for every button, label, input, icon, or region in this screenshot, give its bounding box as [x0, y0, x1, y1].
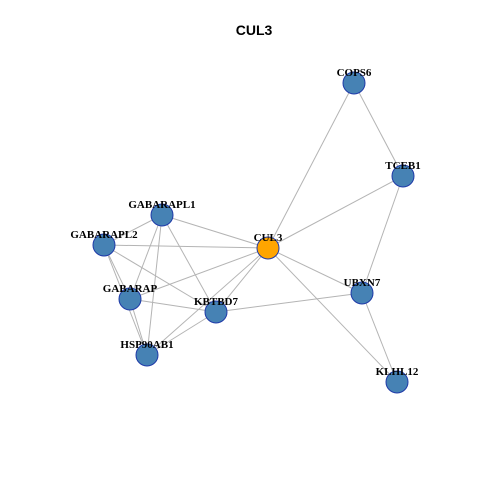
- edge-tceb1-cul3: [267, 175, 404, 249]
- node-circle: [204, 300, 228, 324]
- node-ubxn7: UBXN7: [344, 277, 381, 305]
- node-label: GABARAPL1: [128, 199, 195, 211]
- node-label: TCEB1: [385, 160, 420, 172]
- node-circle: [342, 71, 366, 95]
- graph-title: CUL3: [236, 22, 273, 38]
- node-circle: [135, 343, 159, 367]
- node-gabarapl1: GABARAPL1: [128, 199, 196, 227]
- node-label: COPS6: [337, 67, 372, 79]
- edge-ubxn7-kbtbd7: [215, 292, 363, 313]
- node-label: KBTBD7: [194, 296, 239, 308]
- node-circle: [256, 236, 280, 260]
- edge-cul3-ubxn7: [267, 247, 363, 294]
- edge-cul3-hsp90ab1: [146, 247, 269, 356]
- node-cops6: COPS6: [337, 67, 372, 95]
- edge-gabarapl2-kbtbd7: [103, 244, 217, 313]
- node-circle: [118, 287, 142, 311]
- node-klhl12: KLHL12: [376, 366, 419, 394]
- node-circle: [391, 164, 415, 188]
- edge-cul3-gabarapl2: [103, 244, 269, 249]
- edge-cops6-tceb1: [353, 82, 404, 177]
- edge-cul3-gabarapl1: [161, 214, 269, 249]
- node-gabarap: GABARAP: [103, 283, 158, 311]
- node-kbtbd7: KBTBD7: [194, 296, 239, 324]
- node-circle: [92, 233, 116, 257]
- node-circle: [350, 281, 374, 305]
- edge-kbtbd7-hsp90ab1: [146, 311, 217, 356]
- edge-cul3-gabarap: [129, 247, 269, 300]
- edge-gabarap-kbtbd7: [129, 298, 217, 313]
- edge-cul3-klhl12: [267, 247, 398, 383]
- node-label: HSP90AB1: [120, 339, 173, 351]
- node-cul3: CUL3: [254, 232, 283, 260]
- edge-cops6-cul3: [267, 82, 355, 249]
- node-label: KLHL12: [376, 366, 419, 378]
- node-gabarapl2: GABARAPL2: [70, 229, 138, 257]
- edge-tceb1-ubxn7: [361, 175, 404, 294]
- node-label: CUL3: [254, 232, 283, 244]
- edge-ubxn7-klhl12: [361, 292, 398, 383]
- edge-gabarapl1-kbtbd7: [161, 214, 217, 313]
- node-label: GABARAPL2: [70, 229, 138, 241]
- node-hsp90ab1: HSP90AB1: [120, 339, 174, 367]
- node-circle: [150, 203, 174, 227]
- edge-gabarapl1-gabarap: [129, 214, 163, 300]
- node-label: UBXN7: [344, 277, 381, 289]
- node-tceb1: TCEB1: [385, 160, 421, 188]
- node-label: GABARAP: [103, 283, 158, 295]
- edge-cul3-kbtbd7: [215, 247, 269, 313]
- node-circle: [385, 370, 409, 394]
- edge-gabarapl1-hsp90ab1: [146, 214, 163, 356]
